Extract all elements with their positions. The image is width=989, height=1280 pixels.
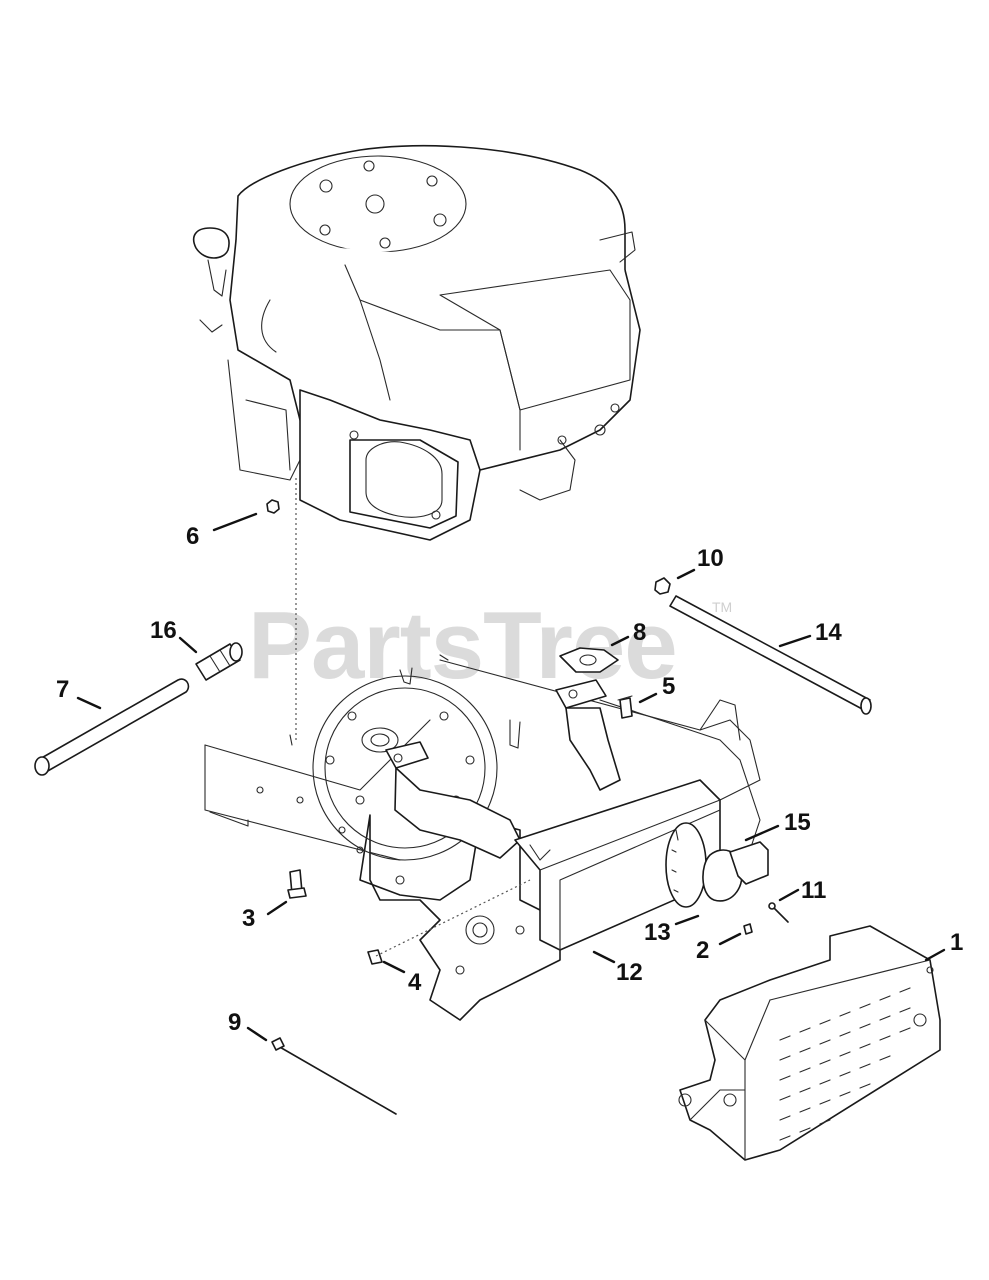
exhaust-pipe-right xyxy=(555,679,621,791)
callout-6: 6 xyxy=(186,523,199,550)
part-5-bolt xyxy=(617,695,633,719)
callout-8: 8 xyxy=(633,619,646,646)
callout-5: 5 xyxy=(662,673,675,700)
part-1-heat-shield xyxy=(678,925,941,1161)
part-10-nut xyxy=(654,577,671,595)
part-14-rod xyxy=(669,595,872,715)
part-16-fitting xyxy=(195,642,243,681)
callout-12: 12 xyxy=(616,959,643,986)
callout-13: 13 xyxy=(644,919,671,946)
callout-9: 9 xyxy=(228,1009,241,1036)
watermark-text: PartsTree xyxy=(248,592,677,699)
callout-3: 3 xyxy=(242,905,255,932)
part-8-gasket xyxy=(559,647,619,673)
watermark-trademark: TM xyxy=(712,599,732,615)
callouts: 6 10 16 8 14 5 7 15 11 3 13 2 4 12 1 9 xyxy=(56,512,963,1042)
callout-10: 10 xyxy=(697,545,724,572)
watermark: PartsTree TM xyxy=(248,592,732,699)
part-9-cable-tie xyxy=(271,1037,397,1115)
part-7-tube xyxy=(34,678,190,776)
callout-15: 15 xyxy=(784,809,811,836)
part-11-pin xyxy=(768,902,789,923)
part-2-screw xyxy=(743,923,753,935)
exhaust-pipe-left xyxy=(385,741,521,859)
part-15-deflector xyxy=(729,841,769,885)
frame xyxy=(204,654,761,1021)
engine xyxy=(192,144,641,740)
callout-4: 4 xyxy=(408,969,422,996)
callout-14: 14 xyxy=(815,619,842,646)
part-4-screw xyxy=(367,879,531,965)
part-3-bolt xyxy=(287,869,307,899)
part-6-nut xyxy=(266,499,280,514)
callout-11: 11 xyxy=(801,877,826,904)
callout-16: 16 xyxy=(150,617,177,644)
callout-1: 1 xyxy=(950,929,963,956)
callout-7: 7 xyxy=(56,676,69,703)
part-12-muffler xyxy=(514,779,721,951)
callout-2: 2 xyxy=(696,937,709,964)
